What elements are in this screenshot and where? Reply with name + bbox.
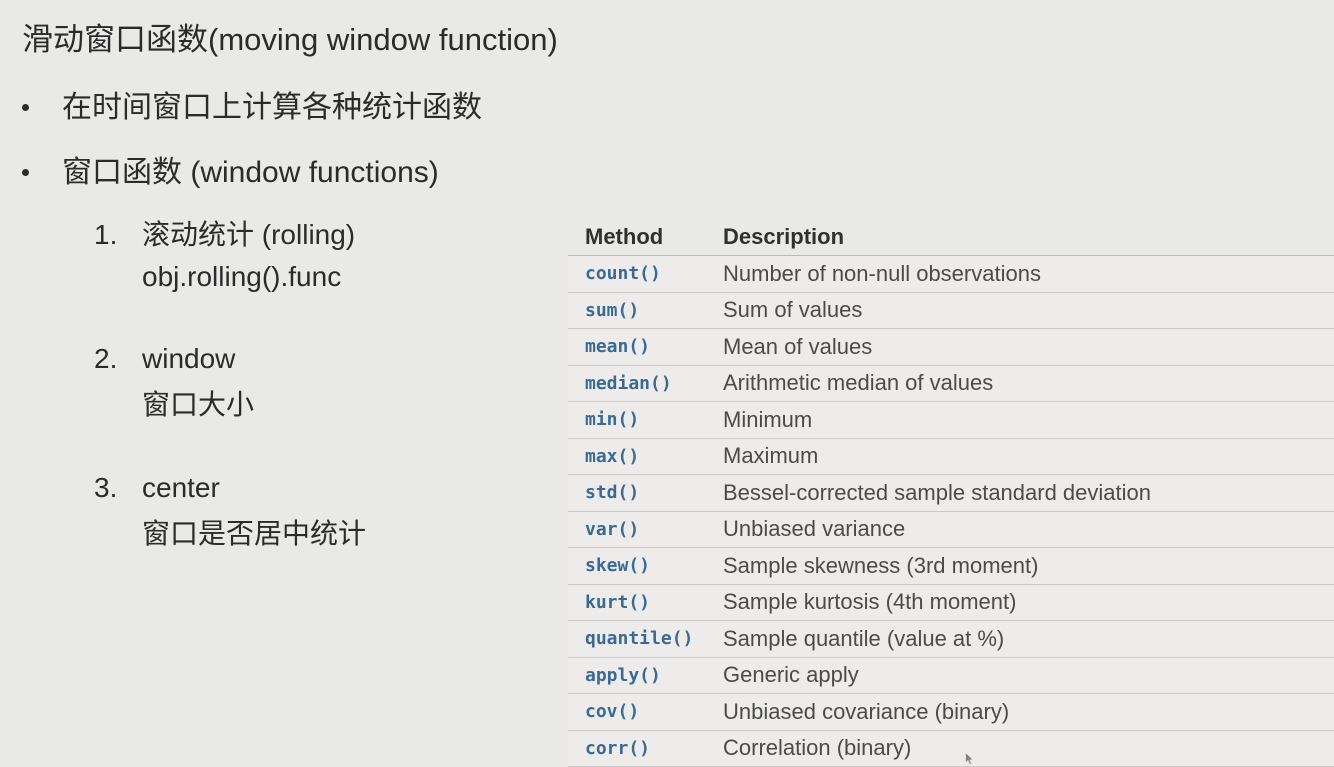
- methods-table: Method Description count()Number of non-…: [568, 218, 1334, 767]
- table-row: mean()Mean of values: [568, 329, 1334, 366]
- table-row: apply()Generic apply: [568, 658, 1334, 695]
- bullet-item: 在时间窗口上计算各种统计函数: [22, 82, 482, 126]
- cell-description: Bessel-corrected sample standard deviati…: [723, 480, 1334, 506]
- cell-description: Sample quantile (value at %): [723, 626, 1334, 652]
- cell-method: quantile(): [568, 628, 723, 649]
- cell-description: Sum of values: [723, 297, 1334, 323]
- table-row: max()Maximum: [568, 439, 1334, 476]
- cell-method: median(): [568, 373, 723, 394]
- cell-method: std(): [568, 482, 723, 503]
- list-item-sublabel: obj.rolling().func: [142, 261, 355, 293]
- table-row: quantile()Sample quantile (value at %): [568, 621, 1334, 658]
- cell-description: Generic apply: [723, 662, 1334, 688]
- table-row: min()Minimum: [568, 402, 1334, 439]
- cell-description: Arithmetic median of values: [723, 370, 1334, 396]
- cell-method: apply(): [568, 665, 723, 686]
- cell-method: max(): [568, 446, 723, 467]
- cell-description: Unbiased variance: [723, 516, 1334, 542]
- list-item-sublabel: 窗口是否居中统计: [142, 512, 366, 552]
- list-item-label: window: [142, 343, 235, 375]
- cell-method: var(): [568, 519, 723, 540]
- cell-description: Minimum: [723, 407, 1334, 433]
- table-row: sum()Sum of values: [568, 293, 1334, 330]
- list-item-marker: 1.: [94, 219, 142, 251]
- cell-method: mean(): [568, 336, 723, 357]
- cell-method: count(): [568, 263, 723, 284]
- cell-description: Sample kurtosis (4th moment): [723, 589, 1334, 615]
- numbered-list-item: 1. 滚动统计 (rolling) obj.rolling().func: [94, 213, 355, 293]
- cell-description: Unbiased covariance (binary): [723, 699, 1334, 725]
- list-item-marker: 3.: [94, 472, 142, 504]
- page-title: 滑动窗口函数(moving window function): [22, 14, 558, 59]
- cell-description: Number of non-null observations: [723, 261, 1334, 287]
- mouse-cursor-icon: [965, 752, 976, 766]
- cell-description: Sample skewness (3rd moment): [723, 553, 1334, 579]
- table-row: median()Arithmetic median of values: [568, 366, 1334, 403]
- bullet-dot-icon: [22, 169, 29, 176]
- list-item-sublabel: 窗口大小: [142, 383, 254, 423]
- bullet-item-label: 在时间窗口上计算各种统计函数: [62, 82, 482, 126]
- table-header-row: Method Description: [568, 218, 1334, 256]
- cell-description: Mean of values: [723, 334, 1334, 360]
- cell-description: Maximum: [723, 443, 1334, 469]
- list-item-marker: 2.: [94, 343, 142, 375]
- table-row: var()Unbiased variance: [568, 512, 1334, 549]
- column-header-description: Description: [723, 224, 1334, 250]
- numbered-list-item: 2. window 窗口大小: [94, 343, 254, 423]
- cell-method: kurt(): [568, 592, 723, 613]
- table-row: count()Number of non-null observations: [568, 256, 1334, 293]
- list-item-label: 滚动统计 (rolling): [142, 213, 355, 253]
- bullet-item: 窗口函数 (window functions): [22, 147, 439, 191]
- table-row: cov()Unbiased covariance (binary): [568, 694, 1334, 731]
- table-row: kurt()Sample kurtosis (4th moment): [568, 585, 1334, 622]
- numbered-list-item: 3. center 窗口是否居中统计: [94, 472, 366, 552]
- cell-method: sum(): [568, 300, 723, 321]
- bullet-item-label: 窗口函数 (window functions): [62, 147, 439, 191]
- table-row: std()Bessel-corrected sample standard de…: [568, 475, 1334, 512]
- cell-method: skew(): [568, 555, 723, 576]
- table-row: skew()Sample skewness (3rd moment): [568, 548, 1334, 585]
- list-item-label: center: [142, 472, 220, 504]
- bullet-dot-icon: [22, 104, 29, 111]
- cell-method: cov(): [568, 701, 723, 722]
- column-header-method: Method: [568, 224, 723, 250]
- cell-method: corr(): [568, 738, 723, 759]
- cell-description: Correlation (binary): [723, 735, 1334, 761]
- cell-method: min(): [568, 409, 723, 430]
